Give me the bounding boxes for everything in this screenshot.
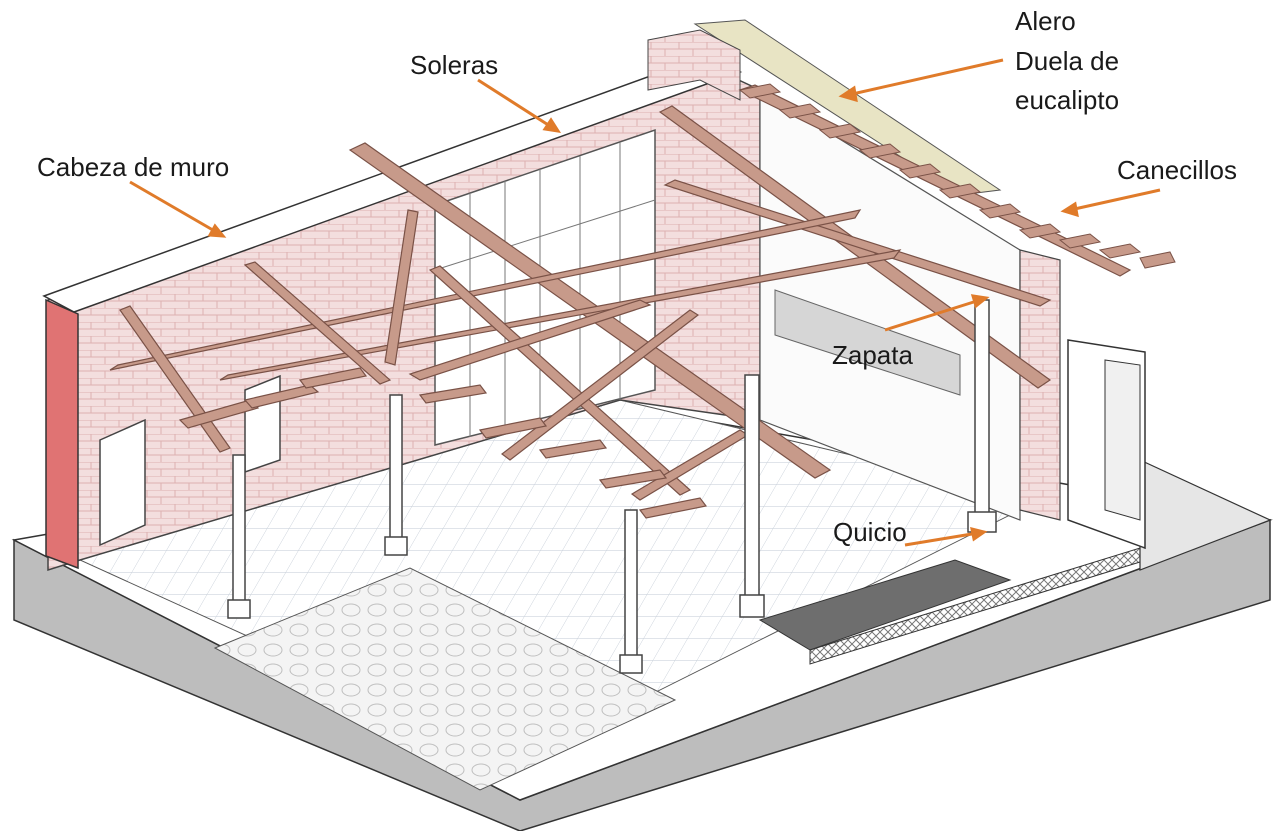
- label-quicio: Quicio: [833, 517, 907, 547]
- label-alero: Alero: [1015, 6, 1076, 36]
- canecillos-rafters: [738, 83, 1176, 269]
- label-cabeza-de-muro: Cabeza de muro: [37, 152, 230, 182]
- eave-board: [693, 19, 1002, 196]
- door-left: [99, 418, 146, 547]
- label-canecillos: Canecillos: [1117, 155, 1237, 185]
- wall-section-cut: [45, 298, 79, 570]
- column-bases: [227, 511, 997, 674]
- label-zapata: Zapata: [832, 340, 913, 370]
- label-duela-line1: Duela de: [1015, 46, 1120, 76]
- leader-lines: [129, 58, 1161, 547]
- dark-sidewalk-slab: [758, 559, 1012, 651]
- door-right-glass: [1104, 359, 1141, 521]
- window-left: [244, 374, 281, 474]
- window-mullions: [434, 142, 656, 437]
- patterned-floor-area: [213, 567, 677, 791]
- glass-wall-right: [759, 88, 1021, 521]
- label-soleras: Soleras: [410, 50, 499, 80]
- dark-window-band: [774, 289, 961, 396]
- brick-corner-top: [647, 29, 741, 101]
- label-duela-line2: eucalipto: [1015, 85, 1120, 115]
